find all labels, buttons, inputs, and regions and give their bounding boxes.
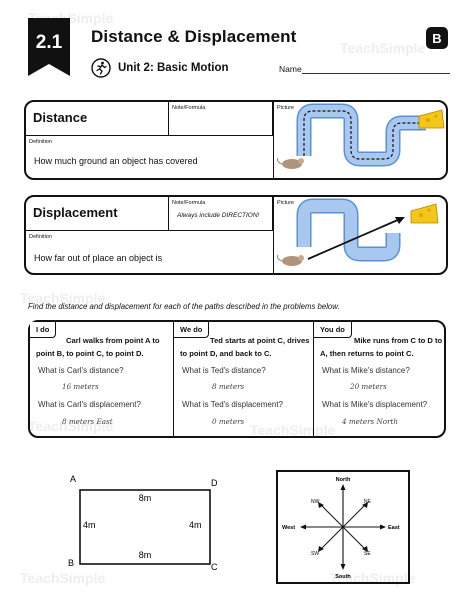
distance-answer: 20 meters	[350, 382, 387, 391]
definition-text: How far out of place an object is	[34, 253, 163, 263]
note-text: Always include DIRECTION!	[177, 212, 260, 219]
note-formula-cell: Note/Formula	[169, 102, 273, 136]
right-side-length: 4m	[189, 520, 202, 530]
northwest-label: NW	[311, 499, 320, 505]
definition-cell: Definition How far out of place an objec…	[26, 231, 273, 273]
displacement-question: What is Carl's displacement?	[38, 400, 141, 409]
problem-text: Mike runs from C to D to A, then returns…	[320, 336, 443, 358]
distance-question: What is Ted's distance?	[182, 366, 266, 375]
version-badge: B	[426, 27, 448, 49]
corner-a-label: A	[70, 474, 76, 484]
left-side-length: 4m	[83, 520, 96, 530]
picture-cell: Picture	[273, 102, 446, 178]
name-label: Name	[279, 64, 302, 74]
tab-we-do: We do	[174, 322, 210, 338]
lesson-number: 2.1	[36, 32, 63, 53]
distance-card: Distance Note/Formula Definition How muc…	[24, 100, 448, 180]
definition-text: How much ground an object has covered	[34, 156, 198, 166]
lesson-number-badge: 2.1	[28, 18, 70, 76]
picture-label: Picture	[277, 200, 295, 206]
displacement-answer: 8 meters East	[62, 417, 113, 426]
problem-you-do: You do Mike runs from C to D to A, then …	[313, 322, 444, 436]
displacement-card: Displacement Note/Formula Always include…	[24, 195, 448, 275]
displacement-question: What is Mike's displacement?	[322, 400, 428, 409]
problem-text: Carl walks from point A to point B, to p…	[36, 336, 160, 358]
corner-d-label: D	[211, 478, 218, 488]
picture-label: Picture	[277, 105, 295, 111]
watermark-text: TeachSimple	[340, 40, 426, 56]
compass-rose: North South East West NW NE SW SE	[276, 470, 410, 584]
note-formula-label: Note/Formula	[172, 200, 206, 206]
problem-we-do: We do Ted starts at point C, drives to p…	[173, 322, 313, 436]
southeast-label: SE	[364, 551, 371, 557]
distance-question: What is Mike's distance?	[322, 366, 410, 375]
northeast-label: NE	[364, 499, 372, 505]
definition-label: Definition	[29, 139, 52, 145]
picture-cell: Picture	[273, 197, 446, 273]
displacement-arrow-illustration	[277, 198, 439, 266]
tab-you-do: You do	[314, 322, 352, 338]
definition-cell: Definition How much ground an object has…	[26, 136, 273, 178]
instructions: Find the distance and displacement for e…	[28, 302, 340, 311]
rectangle-path-diagram: A B C D 8m 8m 4m 4m	[62, 470, 232, 578]
north-label: North	[336, 477, 351, 483]
name-field[interactable]	[302, 73, 450, 74]
term-displacement: Displacement	[33, 205, 118, 220]
winding-path-illustration	[277, 103, 445, 169]
south-label: South	[335, 574, 351, 580]
southwest-label: SW	[311, 551, 319, 557]
note-formula-label: Note/Formula	[172, 105, 206, 111]
unit-subtitle: Unit 2: Basic Motion	[118, 62, 229, 74]
corner-c-label: C	[211, 562, 218, 572]
top-side-length: 8m	[139, 493, 152, 503]
displacement-answer: 0 meters	[212, 417, 245, 426]
displacement-answer: 4 meters North	[342, 417, 399, 426]
distance-answer: 8 meters	[212, 382, 245, 391]
note-formula-cell: Note/Formula Always include DIRECTION!	[169, 197, 273, 231]
term-distance: Distance	[33, 110, 88, 125]
page-title: Distance & Displacement	[91, 27, 297, 46]
distance-answer: 16 meters	[62, 382, 99, 391]
problem-text: Ted starts at point C, drives to point D…	[180, 336, 310, 358]
bottom-side-length: 8m	[139, 550, 152, 560]
problem-i-do: I do Carl walks from point A to point B,…	[30, 322, 173, 436]
distance-question: What is Carl's distance?	[38, 366, 124, 375]
west-label: West	[282, 525, 295, 531]
running-person-icon	[91, 58, 111, 78]
definition-label: Definition	[29, 234, 52, 240]
tab-i-do: I do	[30, 322, 57, 338]
east-label: East	[388, 525, 400, 531]
displacement-question: What is Ted's displacement?	[182, 400, 283, 409]
problems-panel: I do Carl walks from point A to point B,…	[28, 320, 446, 438]
corner-b-label: B	[68, 558, 74, 568]
